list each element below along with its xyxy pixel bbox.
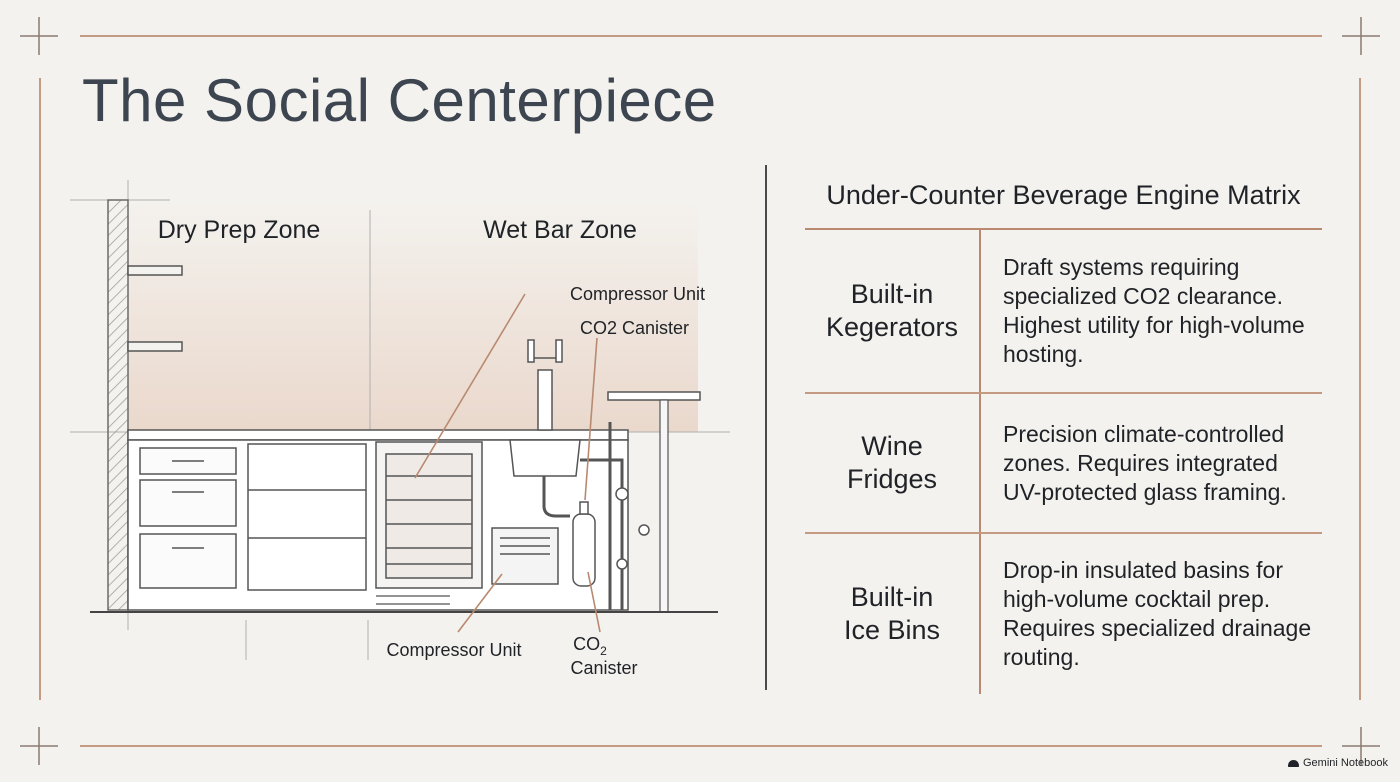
sink-basin [509,439,581,477]
column-divider [765,165,767,690]
callout-co2-bottom: CO2 [573,634,607,658]
matrix-row-heading: Wine Fridges [805,394,981,532]
matrix-row-heading: Built-in Kegerators [805,230,981,392]
heading-line: Fridges [846,464,938,494]
heading-line: Kegerators [825,312,959,342]
gemini-notebook-badge: Gemini Notebook [1288,757,1388,769]
matrix-row-ice-bins: Built-in Ice Bins Drop-in insulated basi… [805,534,1322,694]
wall-section [107,199,129,611]
matrix-title: Under-Counter Beverage Engine Matrix [805,172,1322,230]
matrix-row-description: Draft systems requiring specialized CO2 … [1003,254,1305,367]
wall-shelf-lower [127,341,183,352]
matrix-row-heading: Built-in Ice Bins [805,534,981,694]
wine-fridge [375,441,483,589]
drawer-stack [139,447,237,589]
callout-co2-top: CO2 Canister [580,318,689,338]
zone-label-dry: Dry Prep Zone [158,216,321,244]
countertop [127,429,629,441]
matrix-row-description: Drop-in insulated basins for high-volume… [1003,557,1312,670]
bar-elevation-diagram: Dry Prep Zone Wet Bar Zone Compressor Un… [70,180,730,678]
heading-line: Ice Bins [843,615,941,645]
draft-tower [527,339,563,431]
matrix-row-description: Precision climate-controlled zones. Requ… [1003,420,1287,505]
callout-co2-bottom-line2: Canister [570,658,637,678]
notebook-logo-icon [1288,759,1299,767]
open-shelving [247,443,367,591]
page-title: The Social Centerpiece [82,67,717,134]
raised-bar-top [607,391,701,401]
matrix-row-wine-fridges: Wine Fridges Precision climate-controlle… [805,394,1322,534]
beverage-matrix: Under-Counter Beverage Engine Matrix Bui… [805,172,1322,694]
callout-compressor-top: Compressor Unit [570,284,705,304]
heading-line: Built-in [850,582,934,612]
compressor-box [491,527,559,585]
wall-shelf-upper [127,265,183,276]
matrix-row-kegerators: Built-in Kegerators Draft systems requir… [805,230,1322,394]
heading-line: Built-in [850,279,934,309]
callout-compressor-bottom: Compressor Unit [386,640,521,660]
heading-line: Wine [861,431,923,461]
zone-label-wet: Wet Bar Zone [483,216,637,244]
co2-canister [572,501,596,587]
